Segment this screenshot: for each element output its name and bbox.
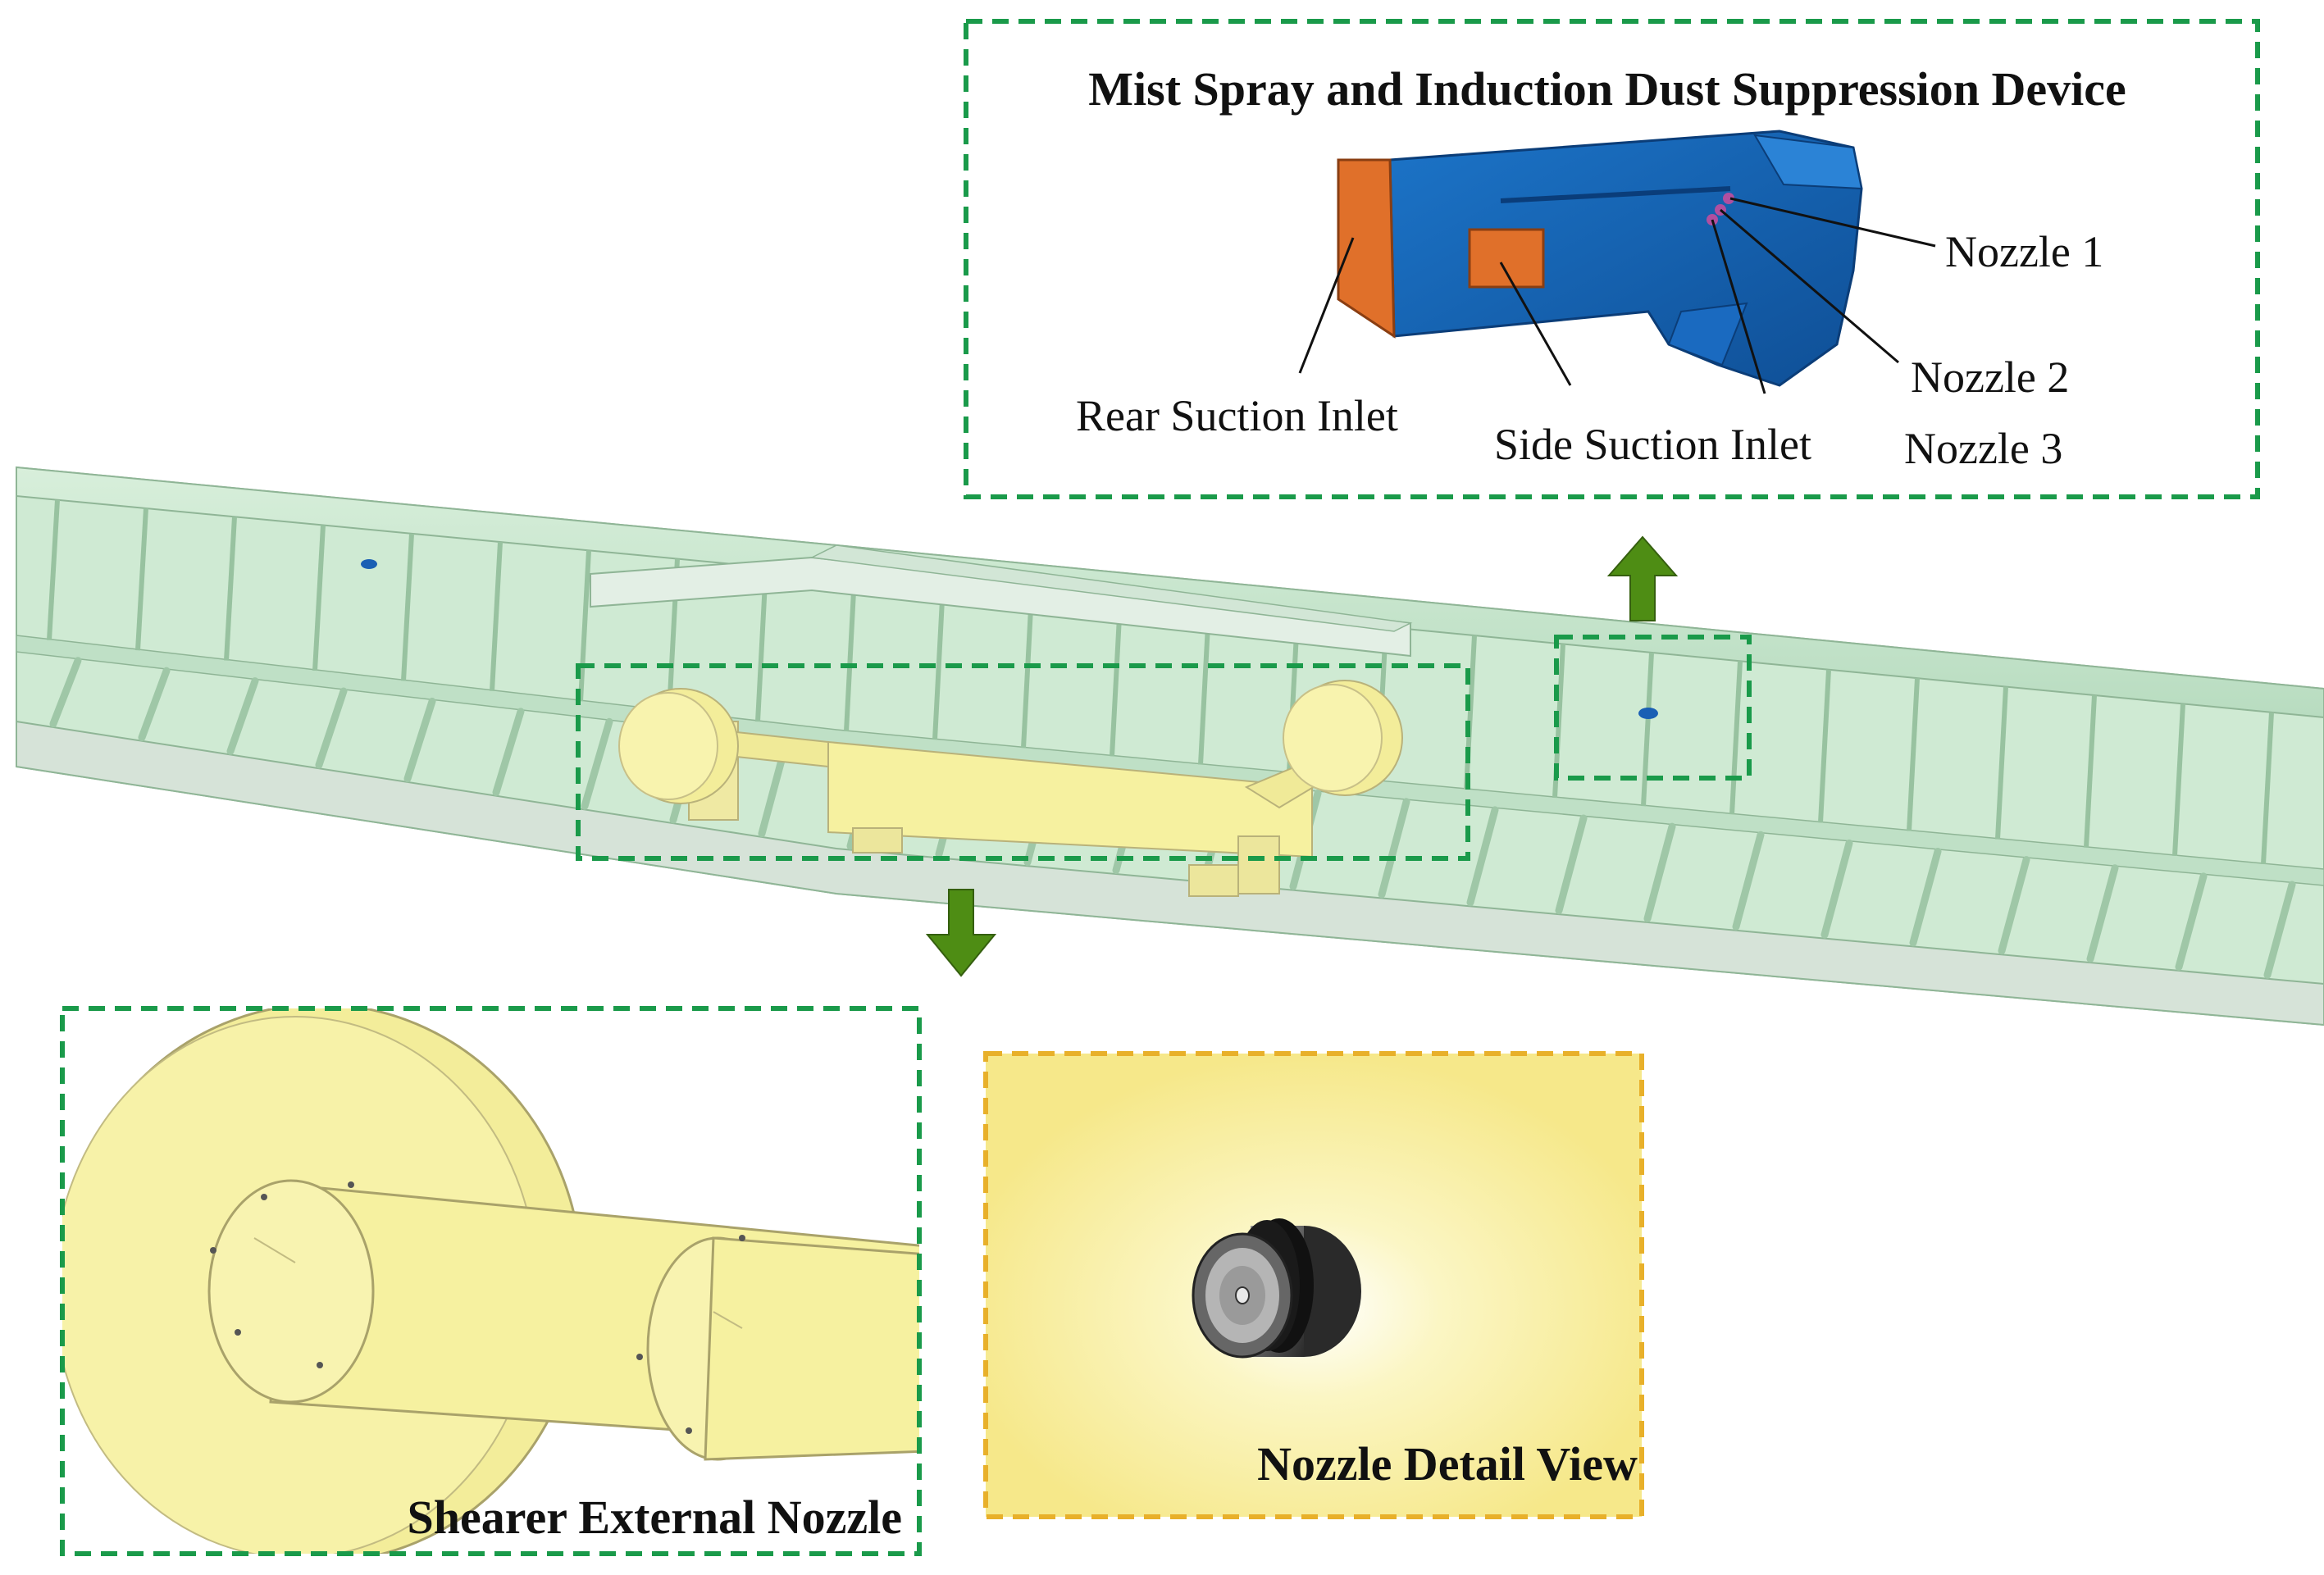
device-callout-frame [1554,635,1752,781]
conveyor-brace [1998,856,2030,955]
conveyor-rib [932,584,946,740]
conveyor-brace [49,657,82,728]
conveyor-rib [2084,694,2097,848]
conveyor-rib [844,575,857,732]
conveyor-rib [1641,652,1654,807]
conveyor-rib [1907,677,1920,831]
conveyor-brace [138,667,171,741]
arrow-up-icon [1606,535,1679,621]
conveyor-brace [2175,872,2208,971]
conveyor-rib [401,533,414,681]
label-nozzle-2: Nozzle 2 [1911,353,2069,402]
conveyor-rib [578,550,591,702]
rear-suction-inlet-face [1337,158,1396,339]
conveyor-brace [581,717,613,810]
conveyor-brace [1732,831,1765,931]
conveyor-brace [2086,864,2119,963]
conveyor-brace [1466,806,1499,907]
nozzle-detail-panel: Nozzle Detail View [983,1051,1644,1519]
conveyor-brace [1378,798,1410,899]
conveyor-rib [312,525,326,671]
conveyor-brace [2263,881,2296,979]
conveyor-brace [403,697,436,783]
conveyor-rib [1818,669,1831,823]
conveyor-brace [492,708,525,796]
conveyor-rib [2261,712,2274,865]
label-side-suction-inlet: Side Suction Inlet [1494,420,1811,469]
shearer-model [618,680,1403,897]
conveyor-brace [315,687,348,769]
arrow-down-icon [925,889,997,977]
shearer-panel-title: Shearer External Nozzle [408,1491,902,1544]
conveyor-brace [1909,848,1942,947]
label-nozzle-1: Nozzle 1 [1945,227,2103,276]
conveyor-rib [490,541,503,692]
conveyor-rib [1110,601,1123,757]
conveyor-rib [1995,686,2008,840]
conveyor-rib [135,508,148,651]
conveyor-rib [1464,635,1477,790]
conveyor-structure [16,466,2324,1026]
conveyor-brace [1643,822,1676,922]
shearer-panel: Shearer External Nozzle [60,1006,922,1556]
shearer-panel-frame [60,1006,922,1556]
nozzle-detail-title: Nozzle Detail View [1257,1437,1638,1491]
nozzle-detail-model [1192,1218,1361,1359]
device-panel-title: Mist Spray and Induction Dust Suppressio… [1088,62,2126,116]
conveyor-rib [1021,592,1034,749]
conveyor-brace [226,677,259,755]
side-suction-inlet-face [1468,228,1545,289]
conveyor-rib [1198,609,1211,765]
conveyor-rib [2172,703,2185,857]
conveyor-rib [1729,661,1743,815]
conveyor-brace [1555,814,1588,915]
device-panel: Mist Spray and Induction Dust Suppressio… [964,19,2260,499]
conveyor-rib [224,517,237,661]
conveyor-rib [47,499,60,640]
conveyor-brace [1820,839,1853,939]
label-rear-suction-inlet: Rear Suction Inlet [1076,391,1398,440]
label-nozzle-3: Nozzle 3 [1904,424,2062,473]
shearer-callout-frame [576,663,1470,861]
